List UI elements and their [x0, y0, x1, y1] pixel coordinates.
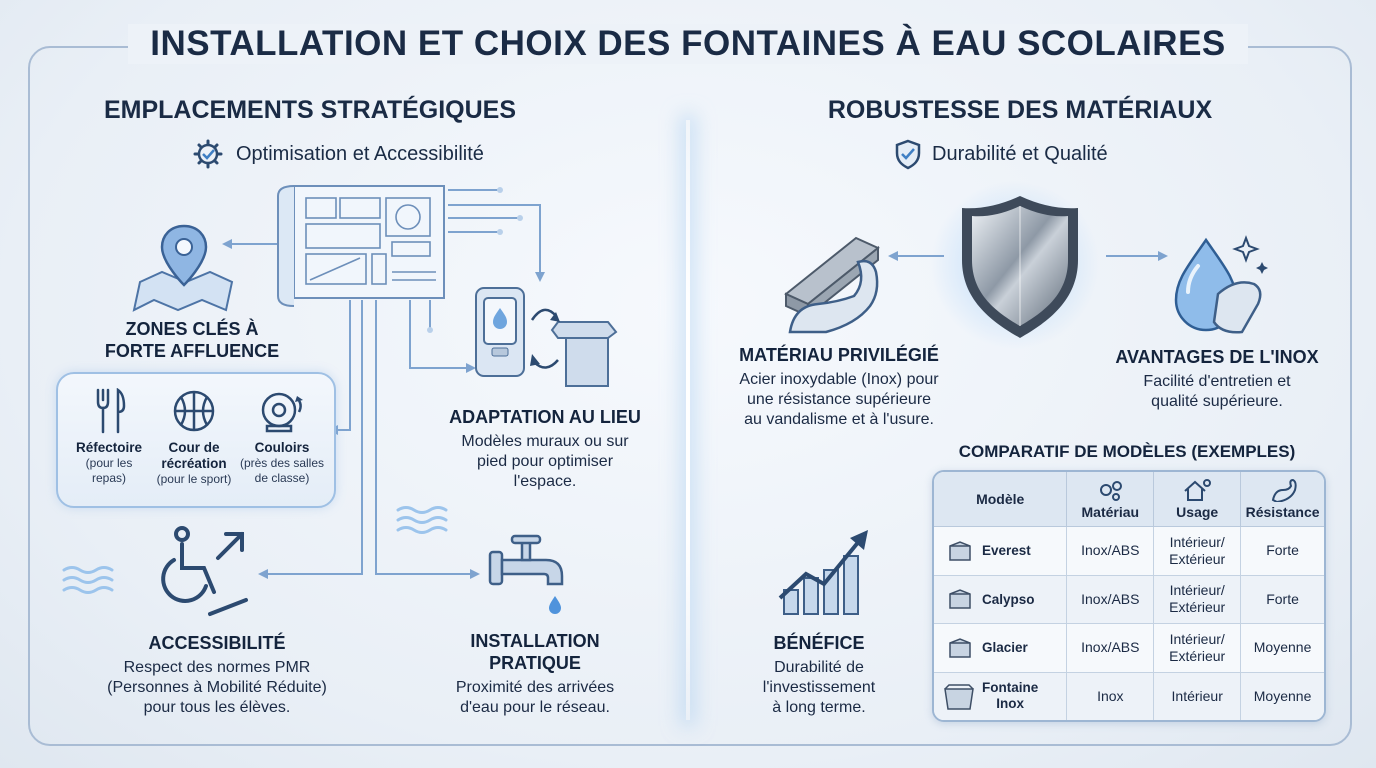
basketball-icon — [173, 390, 215, 432]
material-line2: une résistance supérieure — [746, 391, 932, 408]
zone-item-cour: Cour de récréation (pour le sport) — [146, 388, 242, 487]
accessibility-block: ACCESSIBILITÉ Respect des normes PMR (Pe… — [72, 632, 362, 718]
installation-block: INSTALLATION PRATIQUE Proximité des arri… — [430, 630, 640, 718]
advantages-line1: Facilité d'entretien et — [1143, 373, 1291, 390]
gears-icon — [1100, 481, 1123, 501]
material-title: MATÉRIAU PRIVILÉGIÉ — [739, 345, 939, 365]
center-divider — [686, 120, 690, 720]
advantages-block: AVANTAGES DE L'INOX Facilité d'entretien… — [1092, 346, 1342, 412]
faucet-icon — [488, 534, 564, 614]
zones-box: Réfectoire (pour les repas) Cour de récr… — [56, 372, 336, 508]
installation-line1: Proximité des arrivées — [455, 679, 615, 696]
adaptation-line1: Modèles muraux ou sur — [461, 433, 629, 450]
floor-plan-icon — [277, 185, 445, 307]
header-material: Matériau — [1067, 472, 1155, 527]
adaptation-block: ADAPTATION AU LIEU Modèles muraux ou sur… — [440, 406, 650, 492]
header-usage: Usage — [1154, 472, 1242, 527]
zone-label-2b: récréation — [161, 456, 227, 471]
right-heading: ROBUSTESSE DES MATÉRIAUX — [827, 96, 1213, 124]
wall-fountain-icon — [475, 287, 618, 387]
adaptation-title: ADAPTATION AU LIEU — [449, 407, 641, 427]
main-title: INSTALLATION ET CHOIX DES FONTAINES À EA… — [0, 24, 1376, 64]
table-row: Glacier Inox/ABS Intérieur/Extérieur Moy… — [934, 624, 1324, 673]
water-drop-clean-icon — [1174, 235, 1268, 334]
material-block: MATÉRIAU PRIVILÉGIÉ Acier inoxydable (In… — [708, 344, 970, 430]
zone-detail-2a: (pour le sport) — [156, 472, 232, 486]
fountain-model-icon — [944, 684, 974, 710]
steel-shield-icon — [962, 196, 1078, 338]
installation-line2: d'eau pour le réseau. — [460, 699, 610, 716]
installation-title-1: INSTALLATION — [470, 631, 600, 651]
zones-title-line2: FORTE AFFLUENCE — [104, 341, 280, 361]
map-pin-icon — [132, 224, 234, 312]
zone-detail-1a: (pour les — [85, 456, 133, 470]
fountain-model-icon — [949, 540, 971, 561]
bell-icon — [261, 392, 303, 433]
material-line3: au vandalisme et à l'usure. — [744, 411, 934, 428]
zones-title: ZONES CLÉS À FORTE AFFLUENCE — [82, 318, 302, 362]
accessibility-line2: (Personnes à Mobilité Réduite) — [107, 679, 327, 696]
zone-item-couloirs: Couloirs (près des salles de classe) — [234, 388, 330, 486]
table-row: Everest Inox/ABS Intérieur/Extérieur For… — [934, 527, 1324, 576]
header-model: Modèle — [934, 472, 1068, 527]
right-subheading: Durabilité et Qualité — [892, 138, 1108, 170]
right-subheading-text: Durabilité et Qualité — [932, 142, 1108, 165]
fountain-model-icon — [949, 589, 971, 609]
shield-arrows — [888, 251, 1168, 261]
material-line1: Acier inoxydable (Inox) pour — [739, 371, 939, 388]
left-connectors — [62, 187, 545, 594]
zone-item-refectoire: Réfectoire (pour les repas) — [64, 388, 154, 486]
comparison-title: COMPARATIF DE MODÈLES (EXEMPLES) — [958, 442, 1296, 461]
gear-check-icon — [193, 139, 223, 169]
zones-title-line1: ZONES CLÉS À — [125, 319, 259, 339]
zone-label-2: Cour de — [168, 440, 220, 455]
benefit-line2: l'investissement — [762, 679, 876, 696]
fork-knife-icon — [96, 388, 126, 434]
installation-title-2: PRATIQUE — [489, 653, 581, 673]
benefit-block: BÉNÉFICE Durabilité de l'investissement … — [744, 632, 894, 718]
flexed-arm-icon — [1271, 478, 1297, 502]
main-title-text: INSTALLATION ET CHOIX DES FONTAINES À EA… — [128, 24, 1248, 64]
growth-chart-icon — [778, 530, 868, 615]
zone-detail-3a: (près des salles — [239, 456, 325, 470]
adaptation-line2: pied pour optimiser — [476, 453, 614, 470]
house-sun-icon — [1184, 479, 1212, 501]
benefit-line3: à long terme. — [772, 699, 866, 716]
wheelchair-icon — [161, 526, 248, 616]
left-subheading: Optimisation et Accessibilité — [192, 138, 484, 170]
accessibility-line3: pour tous les élèves. — [143, 699, 291, 716]
accessibility-title: ACCESSIBILITÉ — [148, 633, 286, 653]
fountain-model-icon — [949, 637, 971, 658]
left-subheading-text: Optimisation et Accessibilité — [236, 142, 484, 165]
advantages-title: AVANTAGES DE L'INOX — [1115, 347, 1319, 367]
adaptation-line3: l'espace. — [513, 473, 577, 490]
strong-arm-beam-icon — [784, 236, 880, 334]
zone-detail-3b: de classe) — [254, 471, 310, 485]
comparison-table: Modèle Matériau Usage Résistance Everest… — [932, 470, 1326, 722]
benefit-line1: Durabilité de — [774, 659, 864, 676]
benefit-title: BÉNÉFICE — [773, 633, 865, 653]
zone-detail-1b: repas) — [91, 471, 126, 485]
shield-check-icon — [895, 139, 921, 170]
header-resistance: Résistance — [1241, 472, 1324, 527]
zone-label-1: Réfectoire — [75, 440, 143, 455]
advantages-line2: qualité supérieure. — [1151, 393, 1283, 410]
left-heading: EMPLACEMENTS STRATÉGIQUES — [103, 96, 517, 124]
zone-label-3: Couloirs — [254, 440, 310, 455]
accessibility-line1: Respect des normes PMR — [123, 659, 311, 676]
table-row: Calypso Inox/ABS Intérieur/Extérieur For… — [934, 575, 1324, 624]
